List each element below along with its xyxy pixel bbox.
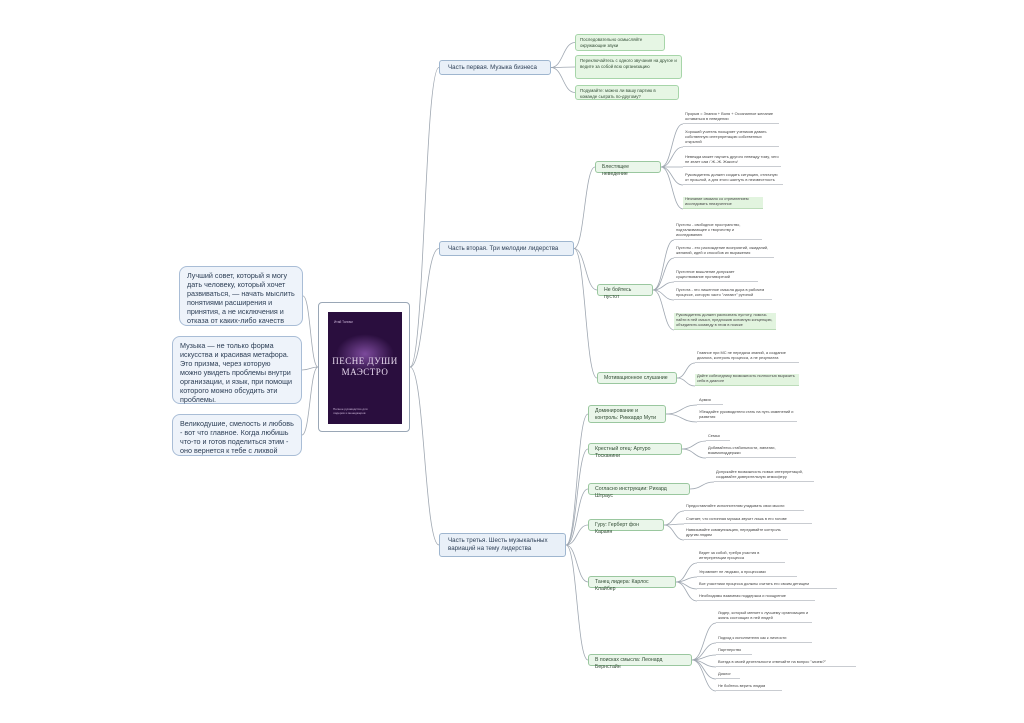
connector-35 [663,524,685,541]
p3-s1-leaf-2: Убеждайте руководителя стать на путь изм… [697,409,797,422]
connector-32 [565,524,589,546]
part-2-sub-1[interactable]: Блестящее неведение [595,161,661,177]
p2-s1-leaf-5: Незнание связано со стремлением исследов… [683,196,763,209]
p2-s1-leaf-2: Хороший учитель поощряет учеников давать… [683,129,779,147]
connector-37 [675,562,698,583]
part-1-child-2[interactable]: Переключайтесь с одного звучания на друг… [575,55,682,79]
part-3-sub-5[interactable]: Танец лидера: Карлос Клайбер [588,576,676,592]
connector-36 [565,544,589,583]
p3-s6-leaf-1: Лидер, который меняет к лучшему организа… [716,610,812,623]
connector-27 [565,448,589,546]
part-3-sub-3[interactable]: Согласно инструкции: Рихард Штраус [588,483,690,499]
connector-42 [691,622,717,661]
p3-s4-leaf-1: Предоставляйте исполнителям угадывать св… [684,503,804,511]
connector-9 [573,166,596,249]
connector-40 [675,581,698,602]
p2-s2-leaf-4: Пустота - это лишенное смысла дыра в раб… [674,287,772,300]
connector-8 [550,67,576,93]
p2-s3-leaf-2: Дайте собеседнику возможность полностью … [695,373,799,386]
p3-s1-leaf-1: Армия [697,397,723,405]
quote-card-1: Лучший совет, который я могу дать челове… [179,266,303,326]
p2-s3-leaf-1: Главное при МС не передача знаний, а соз… [695,350,799,363]
connector-25 [665,404,698,415]
connector-33 [663,510,685,526]
book-title: ПЕСНЕ ДУШИ МАЭСТРО [332,356,398,377]
connector-23 [676,377,696,387]
part-3-node[interactable]: Часть третья. Шесть музыкальных вариаций… [439,533,566,557]
p2-s2-leaf-1: Пустоты - свободное пространство, подтал… [674,222,762,240]
book-author: Итай Талгам [334,320,353,324]
connector-24 [565,413,589,546]
connector-10 [660,123,684,168]
p2-s1-leaf-4: Руководитель должен создать ситуацию, от… [683,172,783,185]
connector-29 [681,448,707,459]
p3-s5-leaf-3: Все участники процесса должны считать ег… [697,581,837,589]
cover-glow [336,334,394,374]
connector-41 [565,544,589,661]
p3-s2-leaf-2: Добивайтесь стабильности, эмпатии, взаим… [706,445,796,458]
connector-31 [689,481,715,490]
connector-47 [691,659,717,692]
connector-15 [573,248,598,291]
p2-s1-leaf-3: Невежда может научить другого невежду то… [683,154,781,167]
connector-17 [652,257,675,291]
p2-s1-leaf-1: Прорыв = Знания + Воля + Осознанное жела… [683,111,779,124]
connector-0 [302,295,319,368]
p2-s2-leaf-2: Пустоты - это расхождение восприятий, ож… [674,245,774,258]
p3-s4-leaf-3: Навязывайте коммуникацию, передавайте ко… [684,527,788,540]
part-3-sub-4[interactable]: Гуру: Герберт фон Караян [588,519,664,535]
p3-s6-leaf-6: Не бойтесь верить людям [716,683,782,691]
part-2-sub-2[interactable]: Не бойтесь пустот [597,284,653,300]
quote-card-2: Музыка — не только форма искусства и кра… [172,336,302,404]
p2-s2-leaf-3: Пустотное мышление допускает существован… [674,269,758,282]
p2-s2-leaf-5: Руководитель должен распознать пустоту, … [674,312,776,330]
connector-3 [409,67,440,368]
connector-30 [565,488,589,546]
p3-s6-leaf-5: Диалог [716,671,740,679]
p3-s6-leaf-2: Подход к исполнителю как к личности [716,635,812,643]
part-1-node[interactable]: Часть первая. Музыка бизнеса [439,60,551,75]
book-cover-node[interactable]: Итай Талгам ПЕСНЕ ДУШИ МАЭСТРО Полное ру… [318,302,410,432]
connector-21 [573,248,598,379]
connector-6 [550,42,576,68]
connector-20 [652,289,675,331]
connector-7 [550,66,576,68]
part-3-sub-6[interactable]: В поисках смысла: Леонард Бернстайн [588,654,692,670]
p3-s5-leaf-2: Управляет не людьми, а процессами [697,569,797,577]
p3-s2-leaf-1: Семья [706,433,730,441]
connector-11 [660,146,684,168]
part-2-sub-3[interactable]: Мотивационное слушание [597,372,677,384]
part-3-sub-1[interactable]: Доминирование и контроль: Риккардо Мути [588,405,666,423]
connector-22 [676,362,696,379]
connector-2 [301,366,319,436]
connector-1 [301,366,319,371]
p3-s5-leaf-4: Необходимы взаимная поддержка и поощрени… [697,593,815,601]
part-1-child-1[interactable]: Последовательно осмысляйте окружающие зв… [575,34,665,51]
p3-s5-leaf-1: Ведет за собой, требуя участия в интерпр… [697,550,785,563]
book-cover-image: Итай Талгам ПЕСНЕ ДУШИ МАЭСТРО Полное ру… [328,312,402,424]
connector-4 [409,248,440,368]
p3-s3-leaf-1: Допускайте возможность новых интерпретац… [714,469,814,482]
part-2-node[interactable]: Часть вторая. Три мелодии лидерства [439,241,574,256]
part-1-child-3[interactable]: Подумайте: можно ли вашу партию в команд… [575,85,679,100]
p3-s6-leaf-3: Партнерство [716,647,752,655]
quote-card-3: Великодушие, смелость и любовь - вот что… [172,414,302,456]
connector-14 [660,166,684,210]
part-3-sub-2[interactable]: Крестный отец: Артуро Тосканини [588,443,682,459]
p3-s6-leaf-4: Всегда в своей деятельности отвечайте на… [716,659,856,667]
connector-18 [652,281,675,291]
book-subtitle: Полное руководство для лидеров и менедже… [333,407,368,415]
connector-13 [660,166,684,186]
connector-28 [681,440,707,450]
p3-s4-leaf-2: Считает, что истинная музыка звучит лишь… [684,516,812,524]
connector-26 [665,413,698,423]
connector-16 [652,239,675,291]
connector-5 [409,366,440,546]
